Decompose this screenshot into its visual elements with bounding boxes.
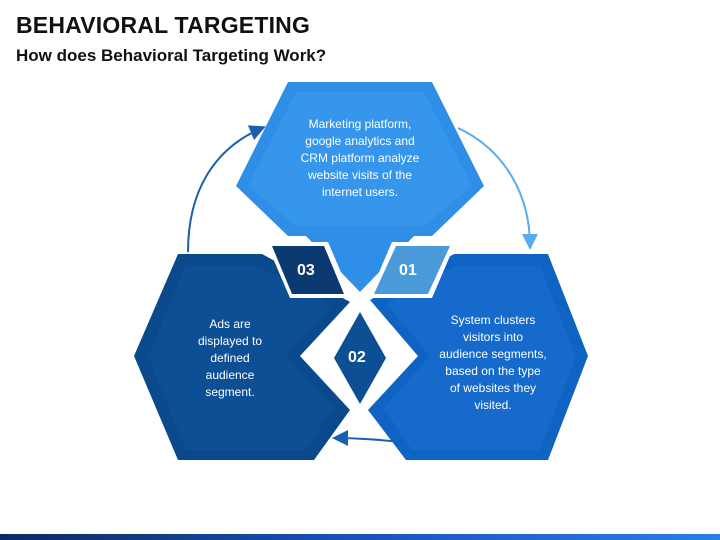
bottom-accent-bar bbox=[0, 534, 720, 540]
step-01-text: Marketing platform, google analytics and… bbox=[300, 117, 420, 199]
hexagon-step-02 bbox=[368, 254, 588, 460]
page-subtitle: How does Behavioral Targeting Work? bbox=[16, 46, 327, 65]
arrow-top-to-right bbox=[457, 127, 538, 250]
badge-03 bbox=[266, 242, 352, 298]
hexagon-step-01 bbox=[236, 82, 484, 292]
badge-02-number: 02 bbox=[348, 349, 366, 366]
arrow-left-to-top bbox=[187, 125, 266, 253]
badge-01-number: 01 bbox=[399, 262, 417, 279]
step-02-text: System clusters visitors into audience s… bbox=[439, 313, 547, 412]
step-03-text: Ads are displayed to defined audience se… bbox=[197, 317, 263, 399]
hexagon-step-03 bbox=[134, 254, 350, 460]
page-title: BEHAVIORAL TARGETING bbox=[16, 12, 311, 38]
badge-03-number: 03 bbox=[297, 262, 315, 279]
badge-02 bbox=[330, 306, 390, 410]
badge-01 bbox=[368, 242, 456, 298]
